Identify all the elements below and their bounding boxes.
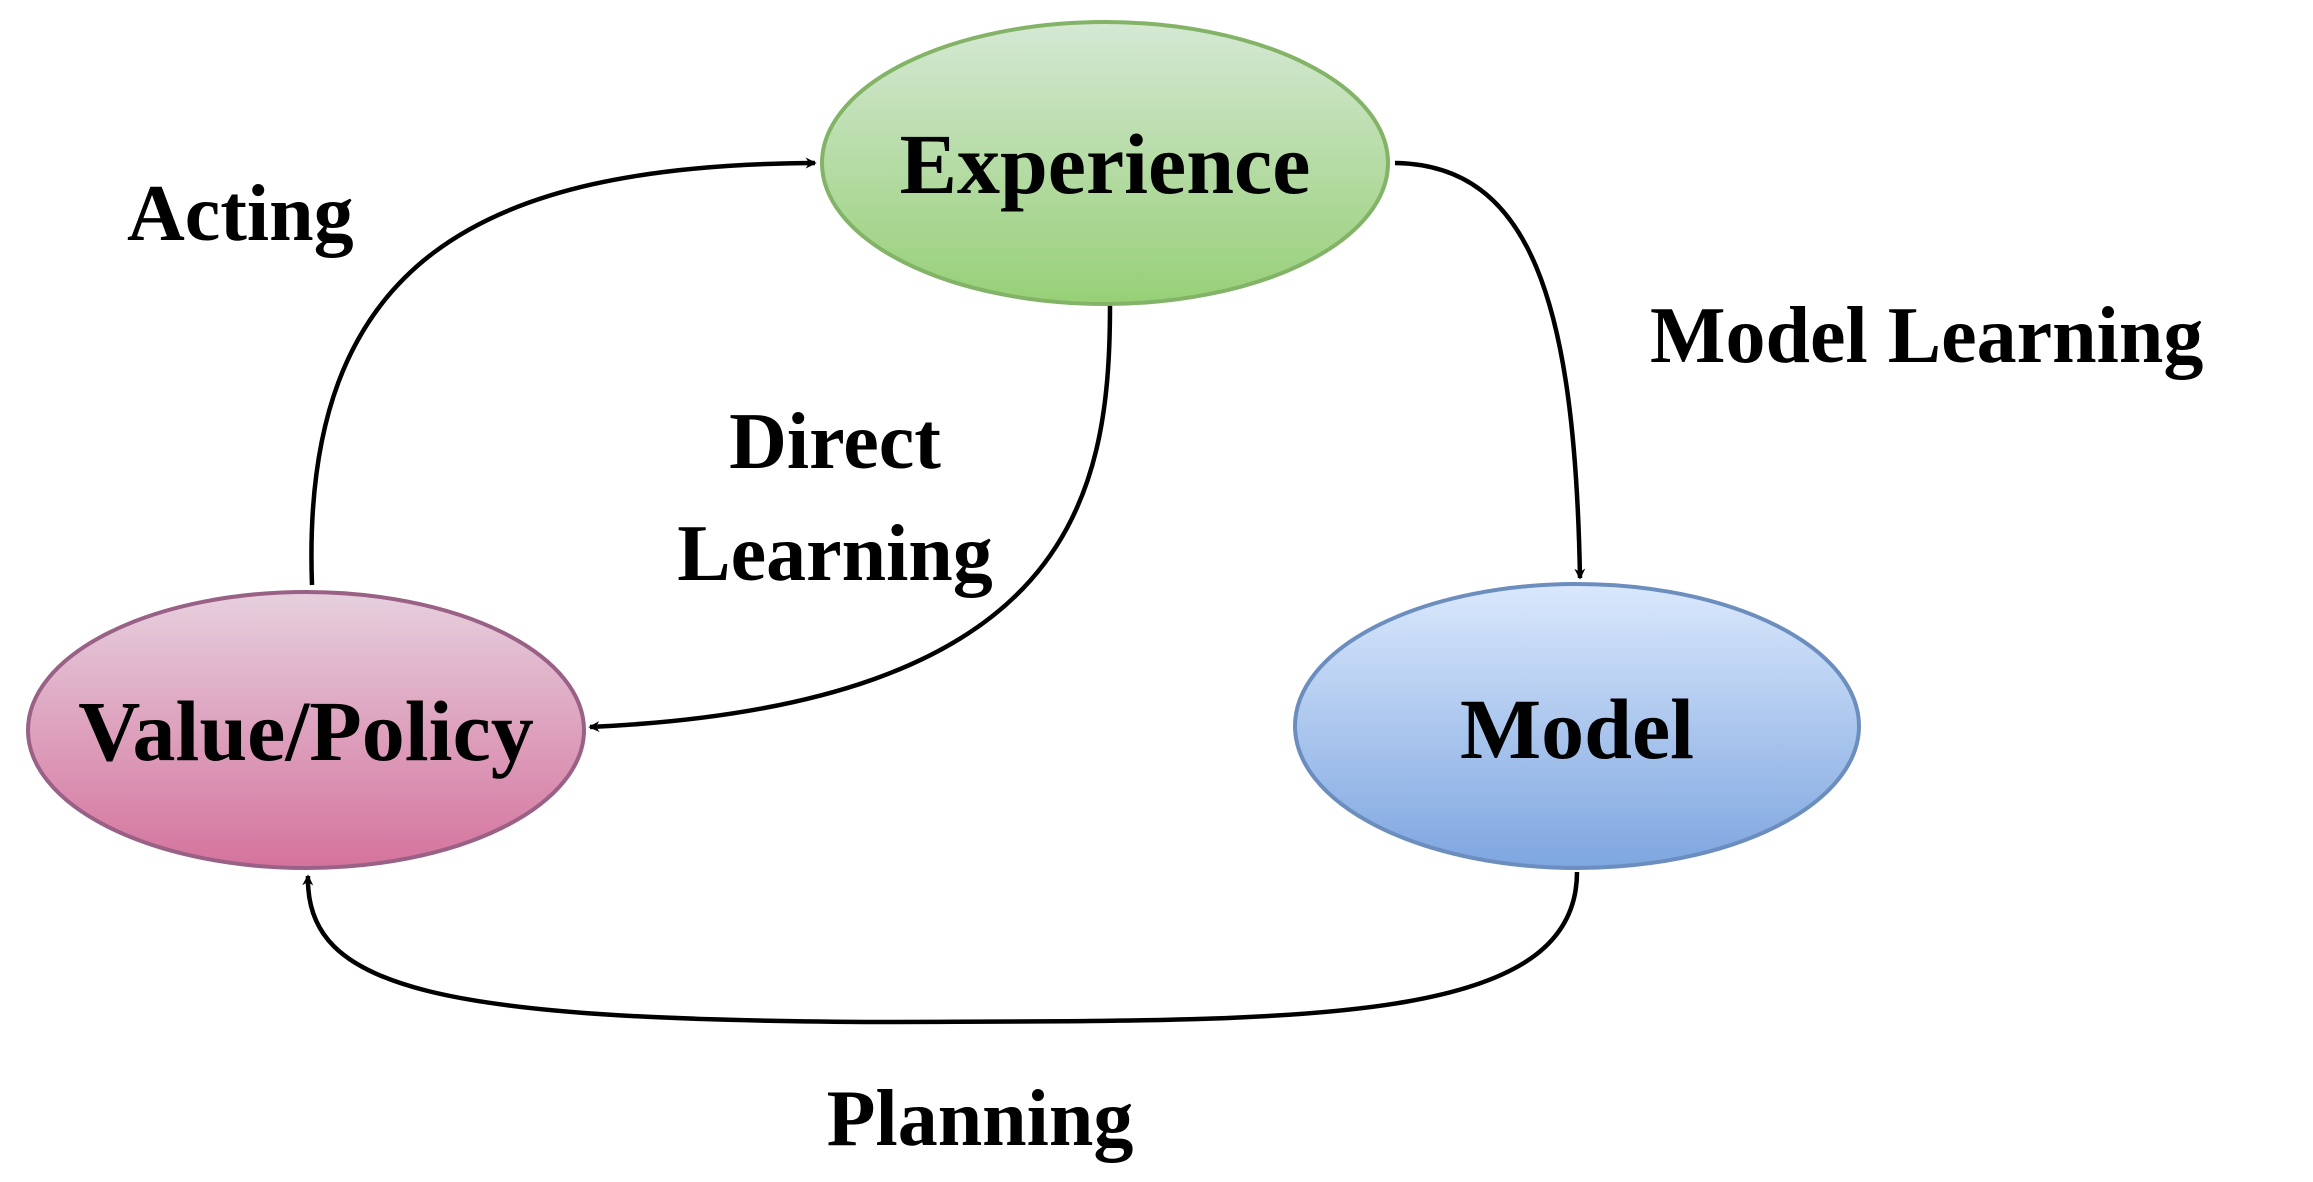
- value-policy-node: Value/Policy: [26, 590, 586, 870]
- model-node: Model: [1293, 582, 1861, 870]
- model-label: Model: [1460, 681, 1694, 777]
- experience-ellipse: [820, 20, 1390, 306]
- planning-label: Planning: [827, 1075, 1134, 1163]
- learning-label: Learning: [677, 510, 993, 598]
- experience-node: Experience: [820, 20, 1390, 306]
- acting-arrow: [309, 157, 817, 586]
- model-learning-arrow: [1394, 160, 1586, 580]
- experience-label: Experience: [900, 116, 1311, 212]
- model-learning-label: Model Learning: [1650, 292, 2203, 380]
- acting-label: Acting: [127, 170, 354, 258]
- value-policy-ellipse: [26, 590, 586, 870]
- direct-label: Direct: [729, 398, 941, 486]
- value-policy-label: Value/Policy: [78, 683, 534, 779]
- model-ellipse: [1293, 582, 1861, 870]
- planning-arrow: [302, 871, 1580, 1025]
- direct-learning-arrow: [588, 304, 1113, 733]
